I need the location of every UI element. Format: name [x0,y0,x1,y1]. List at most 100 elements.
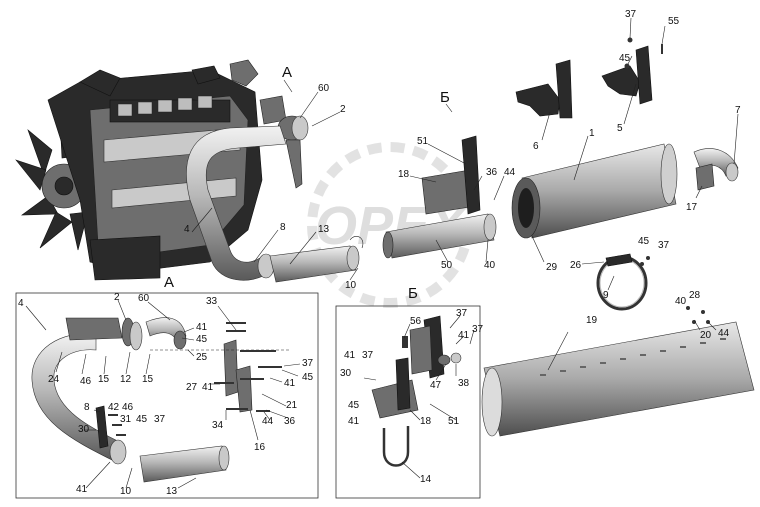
leader-lines [25,17,739,489]
callout-label: 41 [344,350,356,361]
bracket-18-51 [421,135,481,215]
callout-label: 42 [108,402,120,413]
callout-label: 13 [166,486,178,497]
callout-label: 8 [280,222,286,233]
callout-label: 2 [340,104,346,115]
callout-label: 41 [202,382,214,393]
callout-label: 18 [398,169,410,180]
engine-assembly [15,59,287,281]
flex-hose-13 [269,236,364,283]
callout-label: 44 [504,167,516,178]
callout-label: 46 [80,376,92,387]
inset-a-parts [31,317,290,483]
callout-label: 20 [700,330,712,341]
callout-label: 47 [430,380,442,391]
callout-label: 45 [348,400,360,411]
callout-label: 29 [546,262,558,273]
callout-label: 37 [154,414,166,425]
callout-label: 7 [735,105,741,116]
section-arrow-a [283,79,293,93]
callout-label: 45 [619,53,631,64]
callout-label: 37 [472,324,484,335]
section-label-b-top: Б [440,89,450,106]
callout-label: 14 [420,474,432,485]
inset-frame-a [15,292,319,499]
callout-label: 37 [362,350,374,361]
callout-label: 41 [348,416,360,427]
callout-label: 16 [254,442,266,453]
callout-label: 25 [196,352,208,363]
callout-label: 51 [417,136,429,147]
callout-label: 37 [625,9,637,20]
callout-label: 34 [212,420,224,431]
callout-label: 4 [184,224,190,235]
bracket-6 [515,59,573,119]
callout-label: 15 [142,374,154,385]
section-arrow-b [445,103,453,113]
callout-label: 50 [441,260,453,271]
section-label-a-top: А [282,64,292,81]
callout-label: 37 [302,358,314,369]
callout-label: 24 [48,374,60,385]
callout-label: 40 [484,260,496,271]
callout-label: 18 [420,416,432,427]
callout-label: 56 [410,316,422,327]
callout-label: 13 [318,224,330,235]
callout-label: 60 [318,83,330,94]
callout-label: 38 [458,378,470,389]
callout-label: 37 [658,240,670,251]
callout-label: 44 [262,416,274,427]
callout-label: 51 [448,416,460,427]
callout-label: 40 [675,296,687,307]
callout-label: 60 [138,293,150,304]
callout-label: 45 [136,414,148,425]
muffler-1 [511,143,678,239]
callout-label: 31 [120,414,132,425]
callout-label: 12 [120,374,132,385]
heat-shield-19 [481,321,755,437]
tailpipe-7 [693,148,739,191]
section-label-b-inset: Б [408,285,418,302]
callout-label: 10 [120,486,132,497]
fasteners-top [624,37,710,324]
callout-label: 6 [533,141,539,152]
callout-label: 41 [458,330,470,341]
flex-pipe-50 [382,213,497,259]
clamp-9 [596,253,648,311]
callout-label: 36 [486,167,498,178]
callout-label: 55 [668,16,680,27]
callout-label: 36 [284,416,296,427]
callout-labels: 37 55 45 6 5 7 1 60 2 51 18 36 44 17 8 1… [18,9,741,497]
callout-label: 9 [603,290,609,301]
callout-label: 28 [689,290,701,301]
callout-label: 17 [686,202,698,213]
callout-label: 26 [570,260,582,271]
callout-label: 15 [98,374,110,385]
callout-label: 45 [302,372,314,383]
callout-label: 1 [589,128,595,139]
callout-label: 27 [186,382,198,393]
callout-label: 2 [114,292,120,303]
callout-label: 45 [196,334,208,345]
callout-label: 37 [456,308,468,319]
section-label-a-inset: А [164,274,174,291]
callout-label: 19 [586,315,598,326]
inset-b-parts [371,315,462,467]
callout-label: 4 [18,298,24,309]
callout-label: 30 [340,368,352,379]
callout-label: 8 [84,402,90,413]
callout-label: 41 [76,484,88,495]
callout-label: 5 [617,123,623,134]
callout-label: 44 [718,328,730,339]
turbo-outlet-flange [277,115,309,189]
inset-frame-b [335,305,481,499]
callout-label: 41 [196,322,208,333]
callout-label: 41 [284,378,296,389]
callout-label: 45 [638,236,650,247]
bracket-5 [601,45,653,105]
callout-label: 46 [122,402,134,413]
callout-label: 33 [206,296,218,307]
callout-label: 21 [286,400,298,411]
inset-a-bolts [108,322,282,436]
